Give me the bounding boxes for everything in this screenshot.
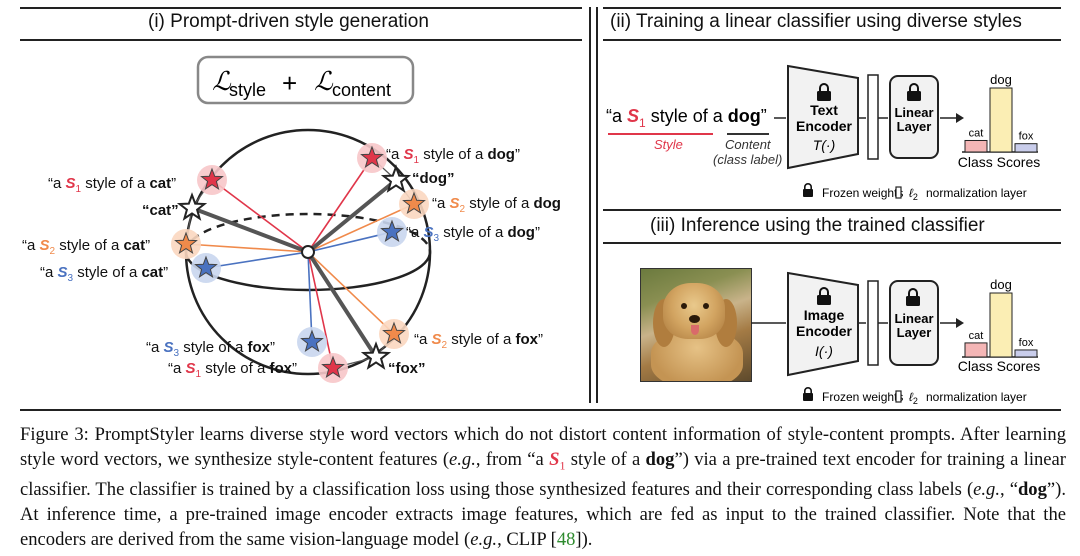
- legend-frozen-3: Frozen weights: [822, 390, 903, 404]
- norm-legend-box-3: [896, 391, 901, 402]
- label-dog: “dog”: [412, 170, 455, 187]
- linear-line2-3: Layer: [897, 325, 932, 340]
- loss-content-sub: content: [332, 80, 391, 100]
- caption-part: , CLIP [: [497, 529, 557, 550]
- bar-label-cat: cat: [969, 330, 984, 342]
- star-s1-fox: [318, 353, 348, 383]
- frozen-weights-legend-3: Frozen weights ℓ2 normalization layer: [803, 387, 1027, 406]
- top-rule-right: [603, 7, 1061, 9]
- citation-link[interactable]: 48: [557, 529, 576, 550]
- star-s1-cat: [197, 165, 227, 195]
- caption-eg: e.g.: [449, 449, 476, 470]
- star-s3-dog: [377, 217, 407, 247]
- bar-dog: [990, 293, 1012, 357]
- caption-part: style of a: [565, 449, 645, 470]
- star-s2-cat: [171, 229, 201, 259]
- panel1-diagram: ℒ style + ℒ content “a S1 style of a dog…: [0, 0, 600, 408]
- figure-caption: Figure 3: PromptStyler learns diverse st…: [20, 423, 1066, 553]
- bar-cat: [965, 343, 987, 357]
- lock-icon: [803, 387, 813, 401]
- legend-norm-sym-3: ℓ2: [909, 390, 918, 406]
- label-s1-dog: “a S1 style of a dog”: [386, 146, 520, 166]
- caption-part: , from “a: [476, 449, 549, 470]
- image-encoder-line1: Image: [804, 307, 845, 323]
- star-s1-dog: [357, 143, 387, 173]
- caption-dog: dog: [1018, 479, 1047, 500]
- class-scores-chart-3: cat dog fox: [962, 277, 1038, 357]
- panel2-title: (ii) Training a linear classifier using …: [610, 11, 1022, 33]
- panel3-title: (iii) Inference using the trained classi…: [650, 215, 985, 237]
- bottom-rule: [20, 409, 1061, 411]
- caption-eg: e.g.: [470, 529, 497, 550]
- sphere-labels: “a S1 style of a dog” “dog” “a S2 style …: [22, 146, 561, 380]
- bar-label-dog: dog: [990, 277, 1012, 292]
- loss-plus: +: [282, 68, 297, 98]
- star-s3-cat: [191, 253, 221, 283]
- bar-label-fox: fox: [1019, 337, 1034, 349]
- caption-eg: e.g.: [973, 479, 1000, 500]
- loss-style-sub: style: [229, 80, 266, 100]
- image-encoder-line2: Encoder: [796, 323, 853, 339]
- label-fox: “fox”: [388, 360, 426, 377]
- label-s3-cat: “a S3 style of a cat”: [40, 264, 168, 284]
- panel3-diagram: Image Encoder I(·) Linear Layer cat dog fo…: [596, 243, 1076, 409]
- label-s2-cat: “a S2 style of a cat”: [22, 237, 150, 257]
- label-s1-fox: “a S1 style of a fox”: [168, 360, 297, 380]
- image-encoder-fn: I(·): [815, 343, 833, 359]
- linear-line1-3: Linear: [894, 311, 933, 326]
- caption-part: ]).: [575, 529, 592, 550]
- star-s2-dog: [399, 189, 429, 219]
- class-scores-label-3: Class Scores: [958, 358, 1040, 374]
- label-s2-dog: “a S2 style of a dog: [432, 195, 561, 215]
- caption-s: S: [549, 449, 559, 470]
- arrow-head-3: [956, 318, 964, 328]
- content-rays: [192, 180, 396, 357]
- loss-content-symbol: ℒ: [314, 66, 334, 96]
- star-s3-fox: [297, 327, 327, 357]
- panel2-linear-lock: [596, 40, 1076, 210]
- star-s2-fox: [379, 319, 409, 349]
- l2-norm-layer-3: [868, 281, 878, 365]
- lock-icon: [907, 83, 921, 101]
- origin-point: [302, 246, 314, 258]
- legend-norm-3: normalization layer: [926, 390, 1027, 404]
- label-cat: “cat”: [142, 202, 179, 219]
- caption-dog: dog: [646, 449, 675, 470]
- label-s3-fox: “a S3 style of a fox”: [146, 339, 275, 359]
- caption-part: , “: [1000, 479, 1018, 500]
- bar-fox: [1015, 350, 1037, 357]
- label-s1-cat: “a S1 style of a cat”: [48, 175, 176, 195]
- label-s2-fox: “a S2 style of a fox”: [414, 331, 543, 351]
